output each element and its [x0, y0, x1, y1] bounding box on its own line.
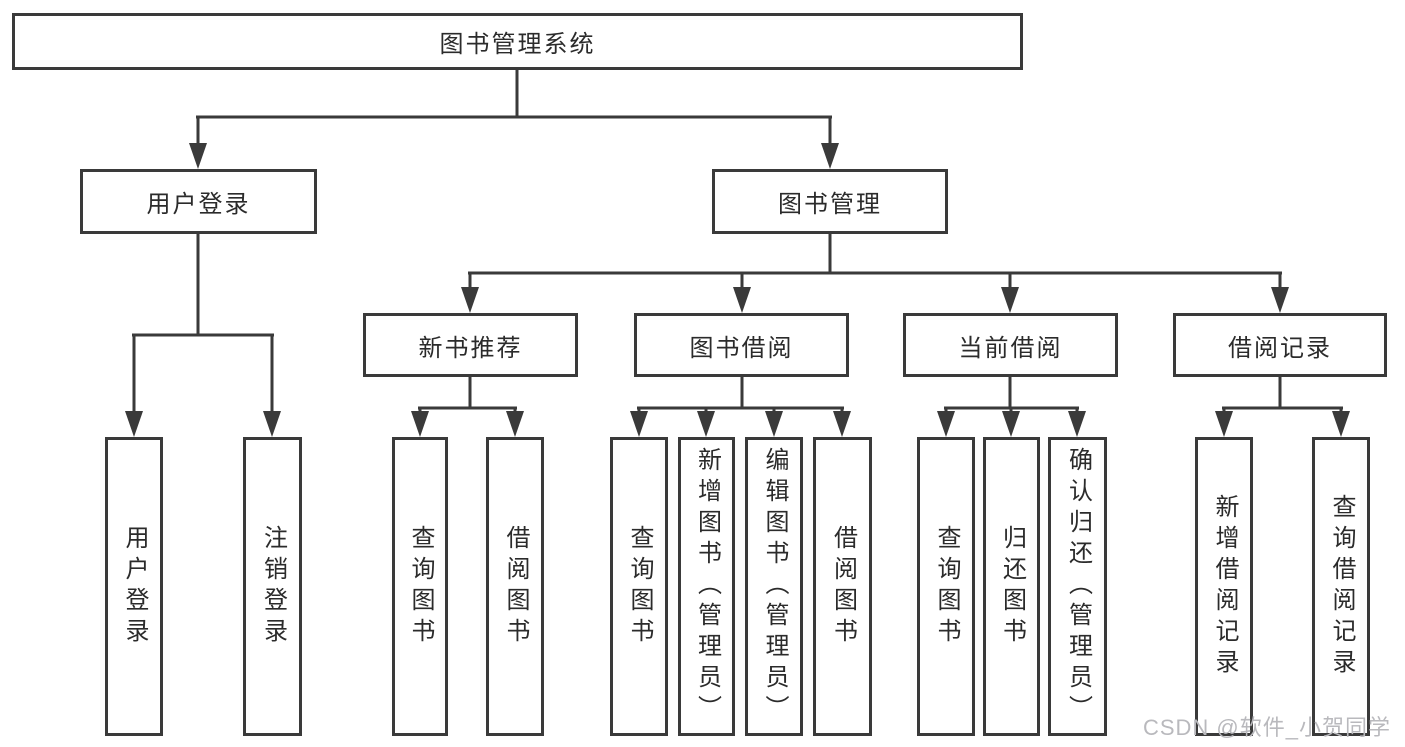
leaf-query-books-3: 查询图书 — [917, 437, 975, 736]
leaf-add-book-admin: 新增图书（管理员） — [678, 437, 735, 736]
node-new-book-recommendation: 新书推荐 — [363, 313, 578, 377]
node-current-borrowing: 当前借阅 — [903, 313, 1118, 377]
node-borrowing-records: 借阅记录 — [1173, 313, 1387, 377]
node-book-borrowing: 图书借阅 — [634, 313, 849, 377]
leaf-query-books-2: 查询图书 — [610, 437, 668, 736]
leaf-logout: 注销登录 — [243, 437, 302, 736]
leaf-return-books: 归还图书 — [983, 437, 1040, 736]
leaf-borrow-books-2: 借阅图书 — [813, 437, 872, 736]
node-book-management: 图书管理 — [712, 169, 948, 234]
leaf-user-login: 用户登录 — [105, 437, 163, 736]
node-user-login: 用户登录 — [80, 169, 317, 234]
leaf-query-books-1: 查询图书 — [392, 437, 448, 736]
leaf-borrow-books-1: 借阅图书 — [486, 437, 544, 736]
csdn-watermark: CSDN @软件_小贺同学 — [1142, 715, 1391, 740]
leaf-edit-book-admin: 编辑图书（管理员） — [745, 437, 803, 736]
node-library-management-system: 图书管理系统 — [12, 13, 1023, 70]
leaf-confirm-return-admin: 确认归还（管理员） — [1048, 437, 1107, 736]
leaf-query-borrow-record: 查询借阅记录 — [1312, 437, 1370, 736]
leaf-add-borrow-record: 新增借阅记录 — [1195, 437, 1253, 736]
